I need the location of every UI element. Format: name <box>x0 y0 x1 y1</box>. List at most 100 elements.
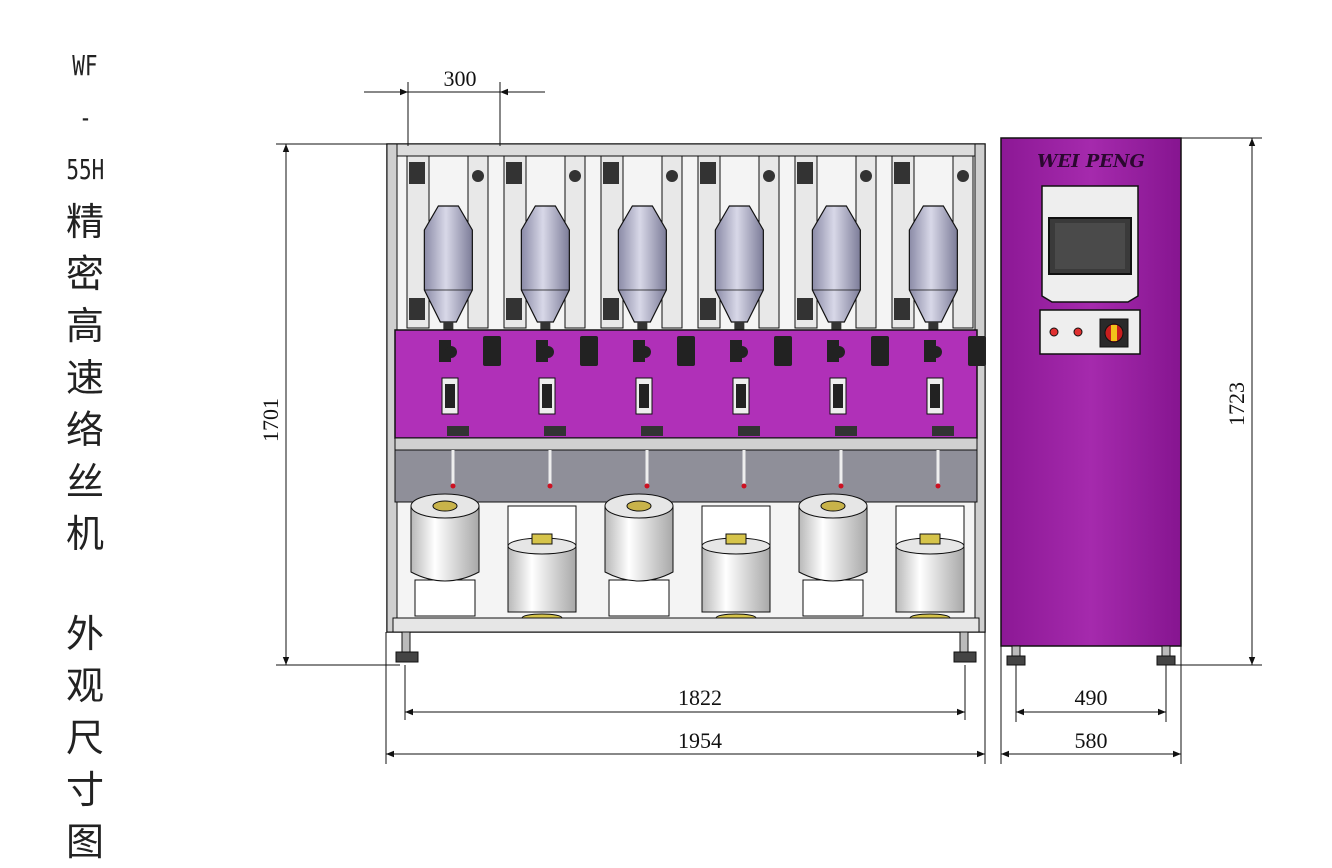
dim-label-1701: 1701 <box>258 398 283 442</box>
dim-label-1822: 1822 <box>678 685 722 710</box>
bobbin-base <box>802 579 864 617</box>
cabinet-foot-left-stem <box>1011 645 1021 657</box>
display-module-icon <box>483 336 501 366</box>
subtitle-char: 外 <box>65 612 104 656</box>
guide-tip-icon <box>838 483 844 489</box>
bobbin-core-icon <box>919 533 941 545</box>
bobbin-core-icon <box>432 500 458 512</box>
tension-knob-icon <box>957 170 969 182</box>
yarn-cone <box>908 205 958 323</box>
name-char: 络 <box>65 408 104 452</box>
bottom-beam <box>392 617 980 633</box>
dimension-labels: 300 1701 1822 1954 1723 490 580 <box>258 66 1249 753</box>
indicator-light-icon <box>1049 327 1059 337</box>
guide-tip-icon <box>935 483 941 489</box>
yarn-cone <box>811 205 861 323</box>
bobbin-base <box>608 579 670 617</box>
right-foot-stem <box>959 631 969 653</box>
display-module-icon <box>580 336 598 366</box>
dim-label-490: 490 <box>1075 685 1108 710</box>
bobbin-core-icon <box>626 500 652 512</box>
guide-block <box>738 426 760 436</box>
bobbin-core-icon <box>820 500 846 512</box>
display-module-icon <box>677 336 695 366</box>
dim-label-1723: 1723 <box>1224 382 1249 426</box>
guide-block <box>835 426 857 436</box>
roller-icon <box>833 346 845 358</box>
guide-block <box>544 426 566 436</box>
model-line-2: - <box>78 101 92 134</box>
yarn-bobbin <box>895 545 965 613</box>
guide-block <box>932 426 954 436</box>
main-switch-handle <box>1111 325 1117 341</box>
yarn-bobbin <box>507 545 577 613</box>
subtitle-char: 观 <box>65 664 104 708</box>
display-module-icon <box>871 336 889 366</box>
tension-knob-icon <box>860 170 872 182</box>
left-foot-stem <box>401 631 411 653</box>
name-char: 密 <box>65 252 104 296</box>
name-char: 速 <box>65 356 104 400</box>
winding-machine <box>386 143 986 663</box>
dim-label-580: 580 <box>1075 728 1108 753</box>
guide-units <box>447 426 954 489</box>
grey-shelf <box>394 449 978 503</box>
name-char: 丝 <box>65 460 104 504</box>
bobbin-units <box>410 493 965 623</box>
indicator-light-icon <box>1073 327 1083 337</box>
spindle-base-icon <box>506 298 522 320</box>
display-module-icon <box>774 336 792 366</box>
top-rail <box>386 143 986 157</box>
guide-block <box>641 426 663 436</box>
yarn-cone <box>423 205 473 323</box>
roller-icon <box>736 346 748 358</box>
cabinet-foot-right-stem <box>1161 645 1171 657</box>
roller-icon <box>542 346 554 358</box>
yarn-bobbin <box>701 545 771 613</box>
spindle-head-icon <box>894 162 910 184</box>
bobbin-base <box>414 579 476 617</box>
spindle-base-icon <box>797 298 813 320</box>
cone-spindle <box>928 322 939 330</box>
cabinet-foot-left <box>1006 655 1026 666</box>
machine-drawing: WEI PENG <box>258 66 1262 764</box>
spindle-base-icon <box>700 298 716 320</box>
spindle-base-icon <box>409 298 425 320</box>
control-cabinet: WEI PENG <box>1000 137 1182 666</box>
yarn-cone <box>617 205 667 323</box>
cone-spindle <box>831 322 842 330</box>
spindle-head-icon <box>603 162 619 184</box>
subtitle-char: 寸 <box>65 768 104 812</box>
dimensions <box>276 82 1262 764</box>
bobbin-core-icon <box>725 533 747 545</box>
yarn-cone <box>714 205 764 323</box>
cone-spindle <box>540 322 551 330</box>
panel-units <box>439 336 986 415</box>
clamp-inner <box>833 384 843 408</box>
spindle-head-icon <box>409 162 425 184</box>
clamp-inner <box>736 384 746 408</box>
tension-knob-icon <box>569 170 581 182</box>
spindle-head-icon <box>700 162 716 184</box>
guide-tip-icon <box>547 483 553 489</box>
clamp-inner <box>445 384 455 408</box>
yarn-bobbin <box>604 505 674 582</box>
tension-knob-icon <box>666 170 678 182</box>
display-module-icon <box>968 336 986 366</box>
cabinet-foot-right <box>1156 655 1176 666</box>
hmi-screen-inner <box>1055 223 1125 269</box>
yarn-cone <box>520 205 570 323</box>
name-char: 精 <box>65 200 104 244</box>
guide-tip-icon <box>450 483 456 489</box>
dim-label-1954: 1954 <box>678 728 722 753</box>
cone-spindle <box>637 322 648 330</box>
roller-icon <box>930 346 942 358</box>
clamp-inner <box>639 384 649 408</box>
right-foot <box>953 651 977 663</box>
clamp-inner <box>930 384 940 408</box>
clamp-inner <box>542 384 552 408</box>
name-char: 高 <box>65 304 104 348</box>
spindle-base-icon <box>894 298 910 320</box>
cabinet-brand-logo: WEI PENG <box>1037 151 1145 172</box>
roller-icon <box>639 346 651 358</box>
